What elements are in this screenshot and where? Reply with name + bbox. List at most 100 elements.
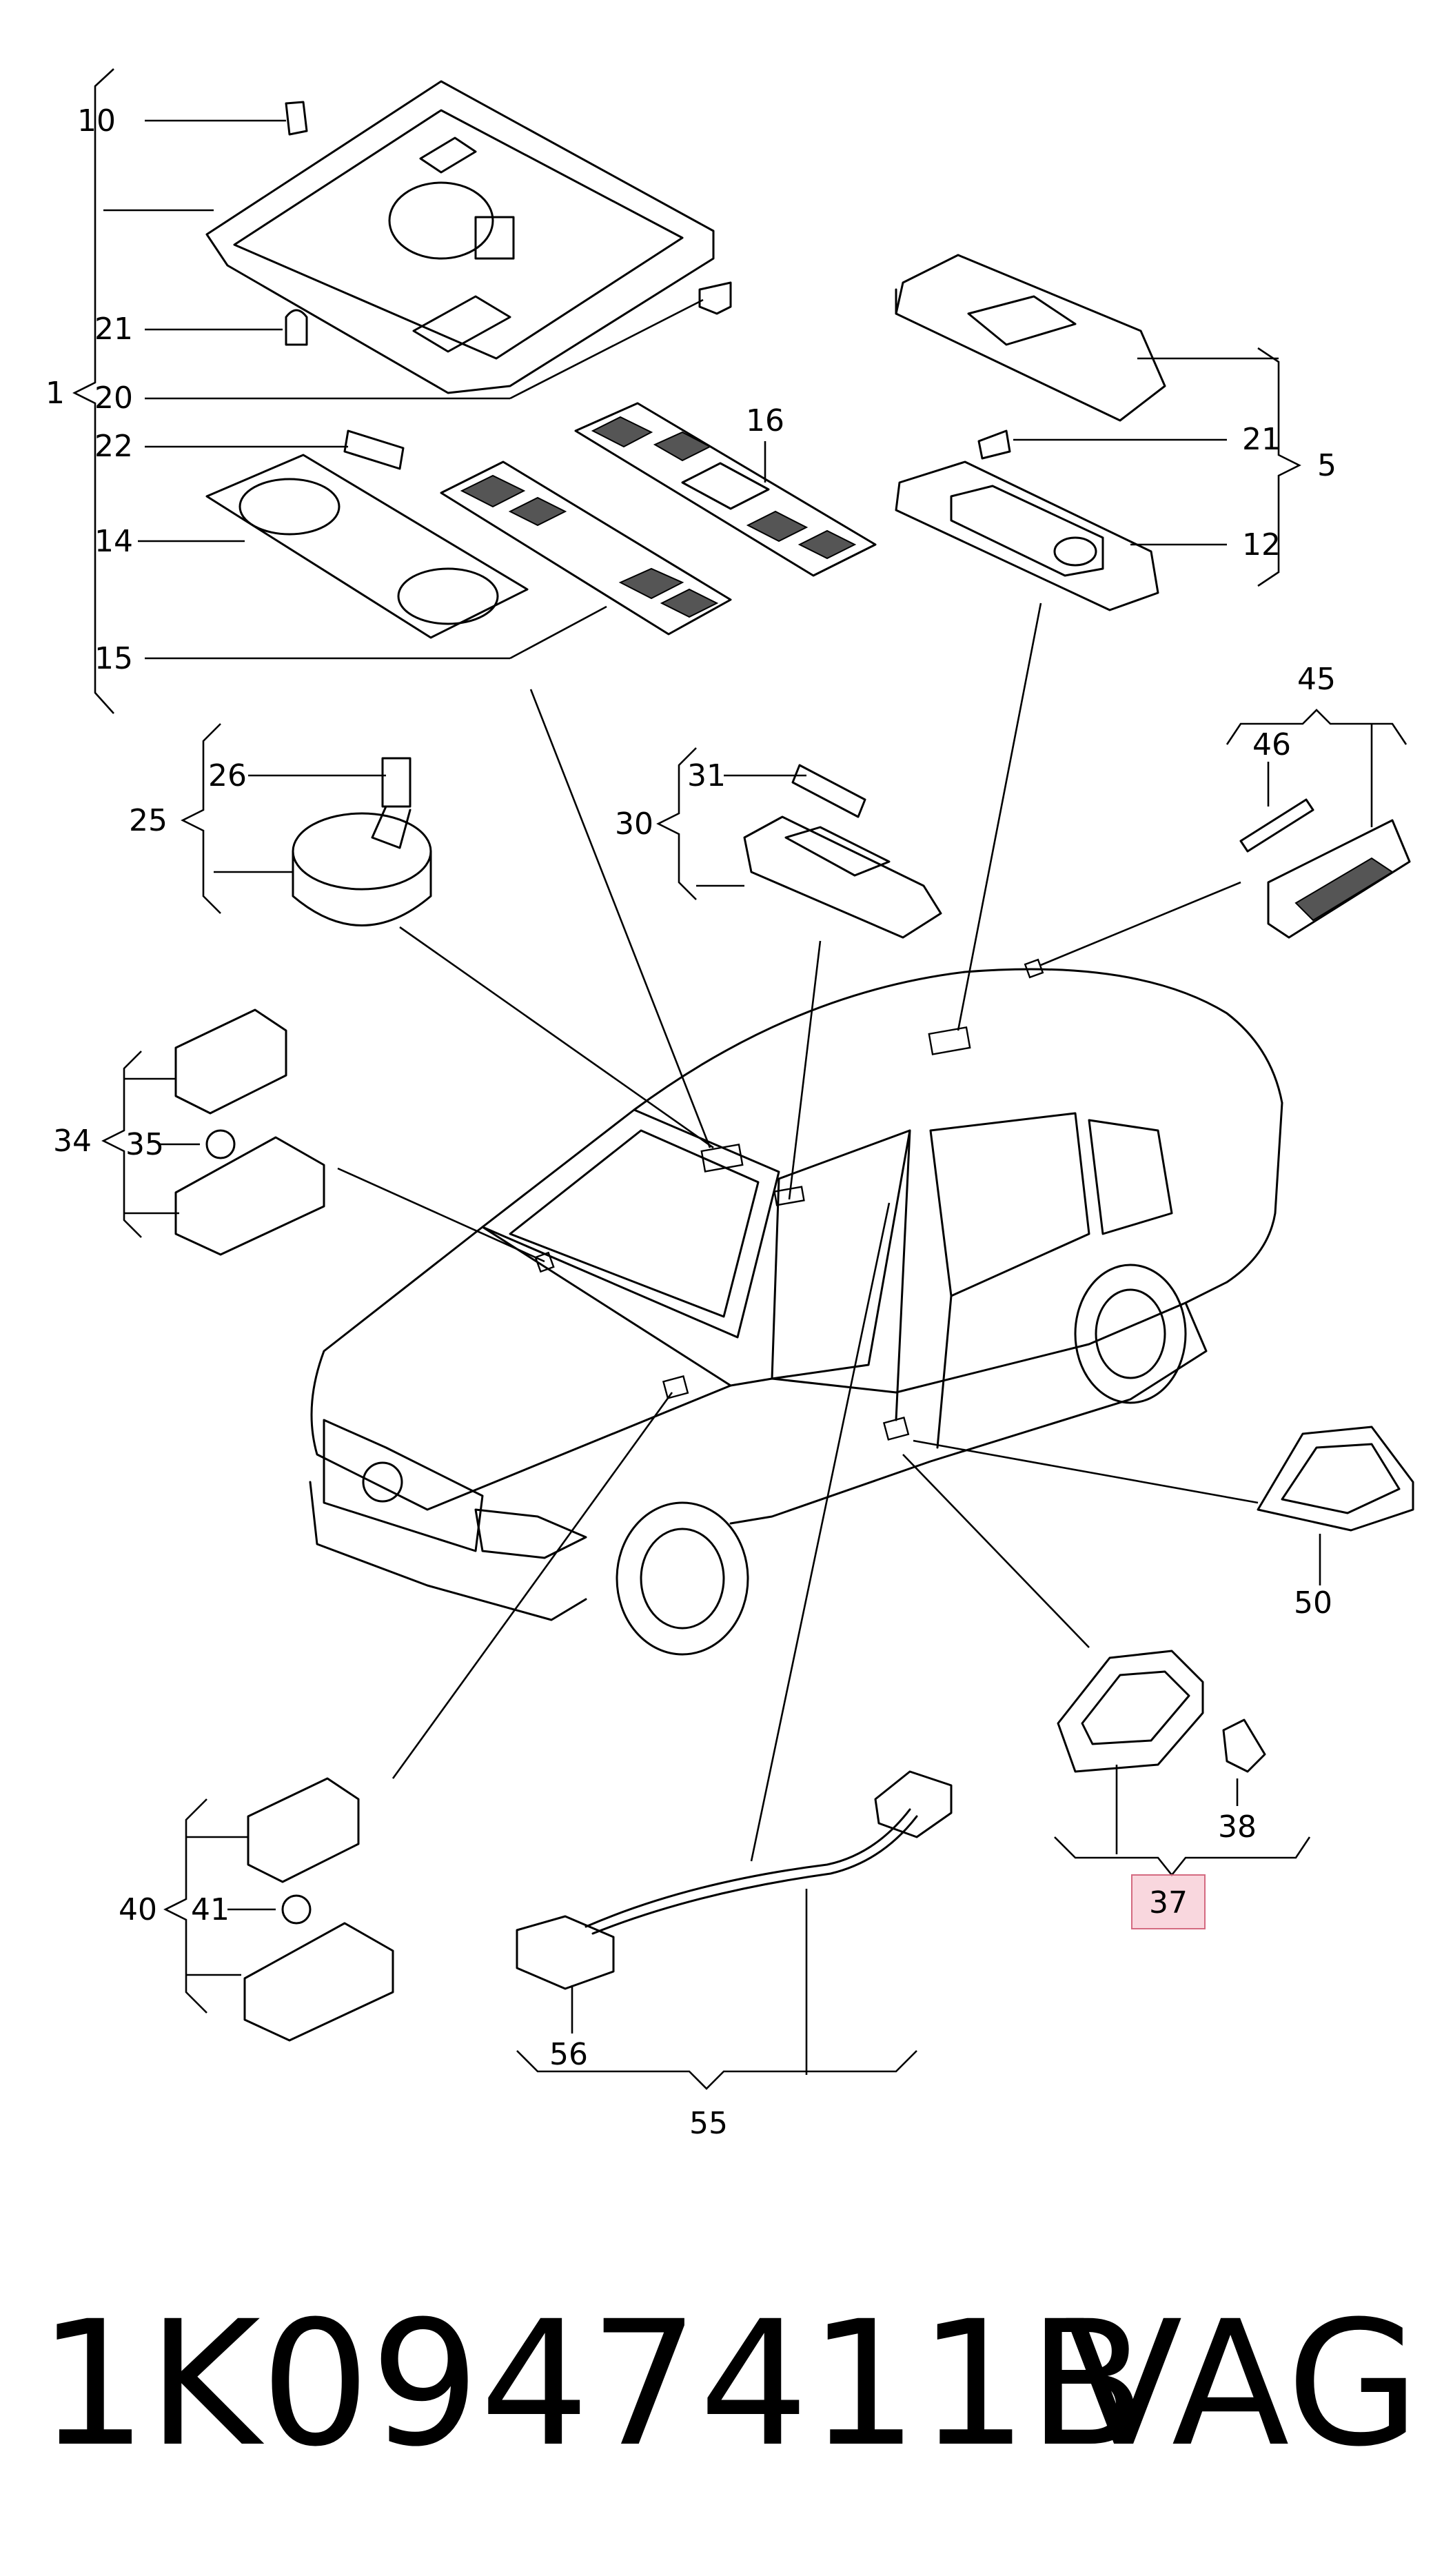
lens-plate-16 [574, 402, 877, 577]
leader-45-to-car [1040, 881, 1241, 966]
label-35: 35 [125, 1127, 164, 1162]
lamp-housing-45 [1267, 819, 1411, 939]
overhead-console-assembly [72, 68, 877, 714]
bracket-1 [72, 68, 114, 714]
label-56: 56 [549, 2037, 588, 2072]
hatch-16d [797, 529, 857, 560]
leader-55-to-car [750, 1202, 891, 1862]
switch-body-25 [292, 850, 432, 926]
car-rear [1184, 1102, 1283, 1304]
lamp-housing-30 [743, 815, 942, 939]
lamp-assembly-45 [1226, 709, 1411, 939]
lamp-inner-30 [784, 826, 891, 877]
handle-50 [1257, 1426, 1414, 1532]
leader-34-to-car [337, 1167, 545, 1263]
switch-top-25 [292, 812, 432, 891]
leader-25-to-car [399, 926, 714, 1149]
entry-lamp-assembly-37 [902, 1454, 1311, 1929]
car-windshield-inner [509, 1129, 760, 1318]
handle-50-inner [1281, 1443, 1401, 1514]
handle-assembly-50 [913, 1426, 1414, 1585]
car-hood [310, 1226, 732, 1511]
housing-34 [174, 1008, 287, 1115]
console-housing [205, 80, 715, 394]
lens-plate-15 [440, 460, 732, 636]
leader-37-to-car [902, 1454, 1090, 1648]
console-inner [233, 109, 684, 360]
connector-56 [516, 1915, 615, 1990]
label-50: 50 [1294, 1585, 1332, 1621]
leader-15b [509, 605, 607, 660]
lamp-assembly-30 [656, 747, 942, 1200]
label-21-left: 21 [94, 312, 133, 347]
hatch-16b [653, 431, 712, 462]
bulb-21-left [285, 309, 308, 346]
bulb-41 [281, 1894, 312, 1925]
label-37: 37 [1149, 1885, 1188, 1920]
wire-26 [371, 805, 411, 849]
entry-lamp-37 [1057, 1650, 1204, 1773]
wiring-harness [585, 1808, 911, 1928]
hatch-16a [591, 416, 653, 448]
rear-wheel [1074, 1264, 1187, 1404]
part-number: 1K0947411B [38, 2284, 1146, 2484]
hatch-15a [460, 474, 526, 508]
console-tab [412, 295, 511, 353]
marker-45 [1024, 958, 1044, 979]
label-14: 14 [94, 524, 133, 559]
label-10: 10 [77, 103, 116, 139]
label-45: 45 [1297, 662, 1336, 697]
label-21-right: 21 [1242, 422, 1281, 457]
label-25: 25 [129, 803, 167, 838]
front-wheel [616, 1501, 749, 1656]
vw-logo [362, 1461, 403, 1503]
switch-assembly-25 [181, 723, 714, 1149]
marker-37 [882, 1417, 910, 1441]
brand-name: VAG [1065, 2284, 1420, 2484]
label-46: 46 [1252, 727, 1291, 762]
leader-30-to-car [788, 940, 822, 1200]
label-1: 1 [45, 376, 65, 411]
lamp-inner-12 [950, 485, 1104, 577]
label-31: 31 [687, 758, 726, 793]
bracket-34 [101, 1051, 142, 1238]
lamp-assembly-40 [163, 1392, 673, 2042]
lamp-detail-5a [967, 295, 1077, 346]
bracket-45 [1226, 709, 1408, 745]
screw-20 [698, 281, 732, 315]
door-line [895, 1129, 911, 1421]
lamp-lens-45 [1294, 857, 1394, 922]
label-38: 38 [1218, 1809, 1257, 1845]
marker-30 [773, 1186, 805, 1206]
bracket-55 [516, 2050, 917, 2090]
label-34: 34 [53, 1124, 92, 1159]
entry-lamp-37-inner [1081, 1670, 1190, 1745]
bracket-37 [1054, 1836, 1311, 1877]
console-switch [474, 216, 515, 260]
bracket-40 [163, 1798, 207, 2014]
lens-plate-14 [205, 454, 529, 639]
label-16: 16 [746, 403, 784, 438]
lamp-assembly-34 [101, 1008, 545, 1263]
bracket-30 [656, 747, 697, 900]
front-side-window [771, 1129, 911, 1380]
car-grille [323, 1419, 484, 1552]
console-clip [419, 136, 477, 174]
bulb-46 [1239, 798, 1314, 853]
part-labels: 10 21 20 1 22 14 15 16 21 5 12 45 46 26 … [45, 103, 1337, 2141]
front-wheel-rim [640, 1528, 725, 1630]
marker-5 [928, 1026, 971, 1055]
leader-15-to-car [529, 689, 711, 1148]
lamp-base-12 [895, 460, 1159, 611]
front-bumper [309, 1481, 587, 1621]
lamp-40 [243, 1922, 394, 2042]
label-30: 30 [615, 807, 653, 842]
lens-14-right [397, 567, 499, 625]
footer: 1K0947411B VAG [38, 2284, 1420, 2484]
hatch-15b [508, 496, 567, 527]
connector-55-end [874, 1770, 953, 1838]
bracket-25 [181, 723, 221, 914]
leader-5-to-car [957, 602, 1042, 1031]
